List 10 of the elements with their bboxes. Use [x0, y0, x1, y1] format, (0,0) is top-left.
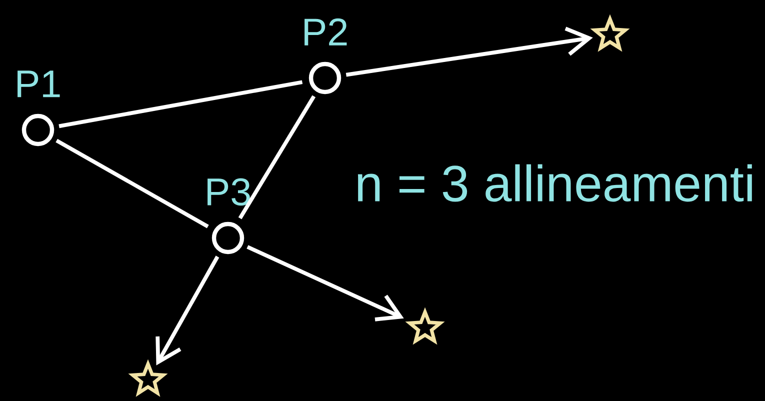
point-label: P3	[208, 178, 250, 206]
connector-line	[238, 95, 316, 220]
connector-line	[56, 138, 209, 228]
connector-line	[58, 80, 303, 128]
point-label: P2	[304, 18, 347, 46]
note-text: n = 3 allineamenti	[358, 164, 752, 202]
arrow	[156, 256, 220, 366]
arrow	[246, 245, 404, 322]
point-label: P1	[18, 70, 60, 98]
arrow	[346, 26, 593, 77]
